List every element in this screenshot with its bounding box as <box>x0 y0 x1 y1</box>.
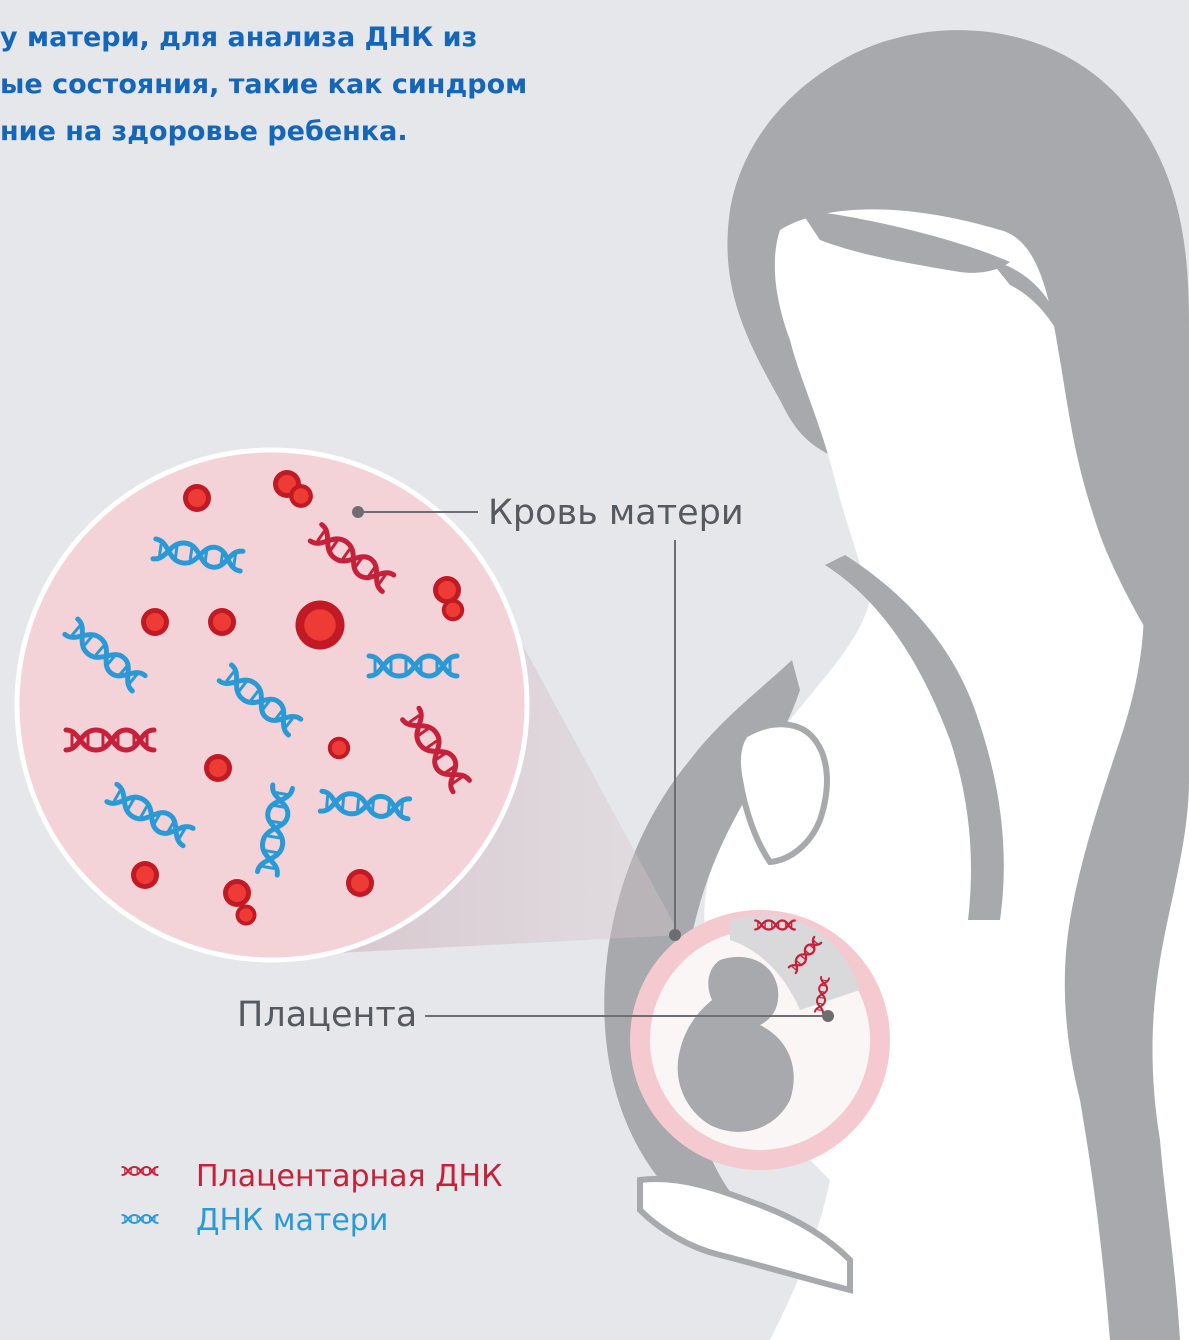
intro-text: у матери, для анализа ДНК из ые состояни… <box>0 14 640 155</box>
maternal-blood-label: Кровь матери <box>488 493 744 533</box>
maternal-blood-zoom <box>17 450 527 960</box>
maternal-dna-legend-label: ДНК матери <box>196 1203 388 1238</box>
uterus-cross-section <box>630 910 890 1170</box>
intro-line-1: у матери, для анализа ДНК из <box>0 14 640 61</box>
legend-item-maternal: ДНК матери <box>106 1198 502 1242</box>
legend-item-placental: Плацентарная ДНК <box>106 1154 502 1198</box>
intro-line-3: ние на здоровье ребенка. <box>0 108 640 155</box>
placenta-label: Плацента <box>237 995 417 1035</box>
intro-line-2: ые состояния, такие как синдром <box>0 61 640 108</box>
placental-dna-legend-label: Плацентарная ДНК <box>196 1159 502 1194</box>
legend: Плацентарная ДНК ДНК матери <box>106 1154 502 1242</box>
